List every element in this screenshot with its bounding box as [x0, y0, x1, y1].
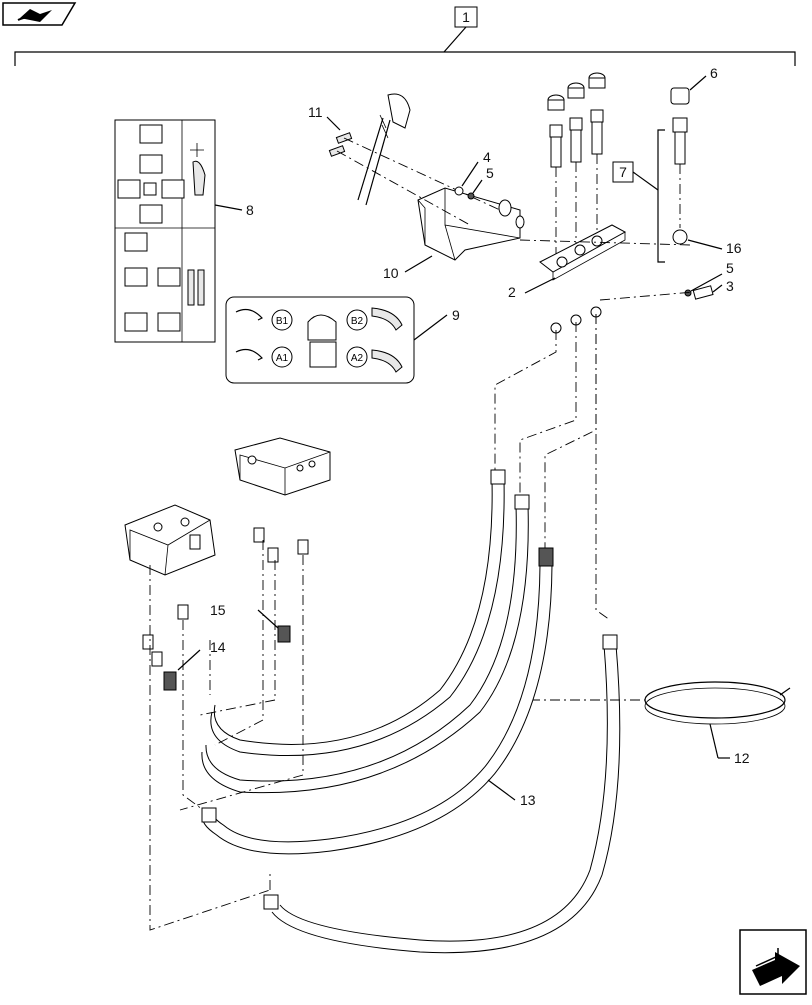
- callout-6: 6: [710, 65, 718, 81]
- hose-2: [201, 494, 530, 794]
- hose-1: [210, 469, 506, 757]
- decal-a1: A1: [276, 353, 289, 364]
- book-arrow-icon[interactable]: [2, 2, 77, 26]
- bolt-3: 3: [599, 278, 734, 301]
- valve-block-upper: [234, 437, 331, 496]
- quick-couplers: [547, 72, 606, 260]
- callout-7: 7: [619, 164, 627, 180]
- bracket-10: 10: [383, 187, 525, 281]
- callout-4: 4: [483, 149, 491, 165]
- valve-block-lower: [124, 504, 216, 576]
- plate-2: 2: [508, 224, 691, 300]
- fitting-15: 15: [210, 602, 291, 643]
- decal-9: B1 B2 A1 A2 9: [225, 296, 460, 384]
- callout-9: 9: [452, 307, 460, 323]
- assembly-bracket: 1: [14, 6, 796, 66]
- decal-b2: B2: [351, 316, 364, 327]
- callout-14: 14: [210, 639, 226, 655]
- callout-16: 16: [726, 240, 742, 256]
- decal-8: 8: [114, 119, 254, 343]
- callout-15: 15: [210, 602, 226, 618]
- cap-6: 6: [670, 65, 718, 228]
- callout-13: 13: [520, 792, 536, 808]
- fittings: [142, 527, 309, 667]
- hose-13: 13: [201, 547, 554, 855]
- washer-4: 4: [454, 149, 491, 196]
- decal-a2: A2: [351, 353, 364, 364]
- callout-11: 11: [308, 104, 323, 120]
- decal-b1: B1: [276, 316, 289, 327]
- callout-1: 1: [462, 9, 470, 25]
- callout-5b: 5: [726, 260, 734, 276]
- callout-12: 12: [734, 750, 750, 766]
- nut-16: 16: [672, 229, 742, 256]
- callout-3: 3: [726, 278, 734, 294]
- routing-lines: [149, 314, 645, 931]
- bolt-11: 11: [308, 104, 501, 226]
- clamp-band-12: 12: [644, 681, 791, 766]
- next-page-arrow-icon[interactable]: [739, 929, 807, 995]
- callout-8: 8: [246, 202, 254, 218]
- callout-10: 10: [383, 265, 399, 281]
- coupler-group-7: 7: [612, 129, 665, 263]
- callout-5a: 5: [486, 165, 494, 181]
- hose-4: [263, 634, 621, 954]
- callout-2: 2: [508, 284, 516, 300]
- screw-5-top: 5: [467, 165, 494, 200]
- fitting-14: 14: [163, 639, 226, 691]
- control-lever: [357, 93, 411, 206]
